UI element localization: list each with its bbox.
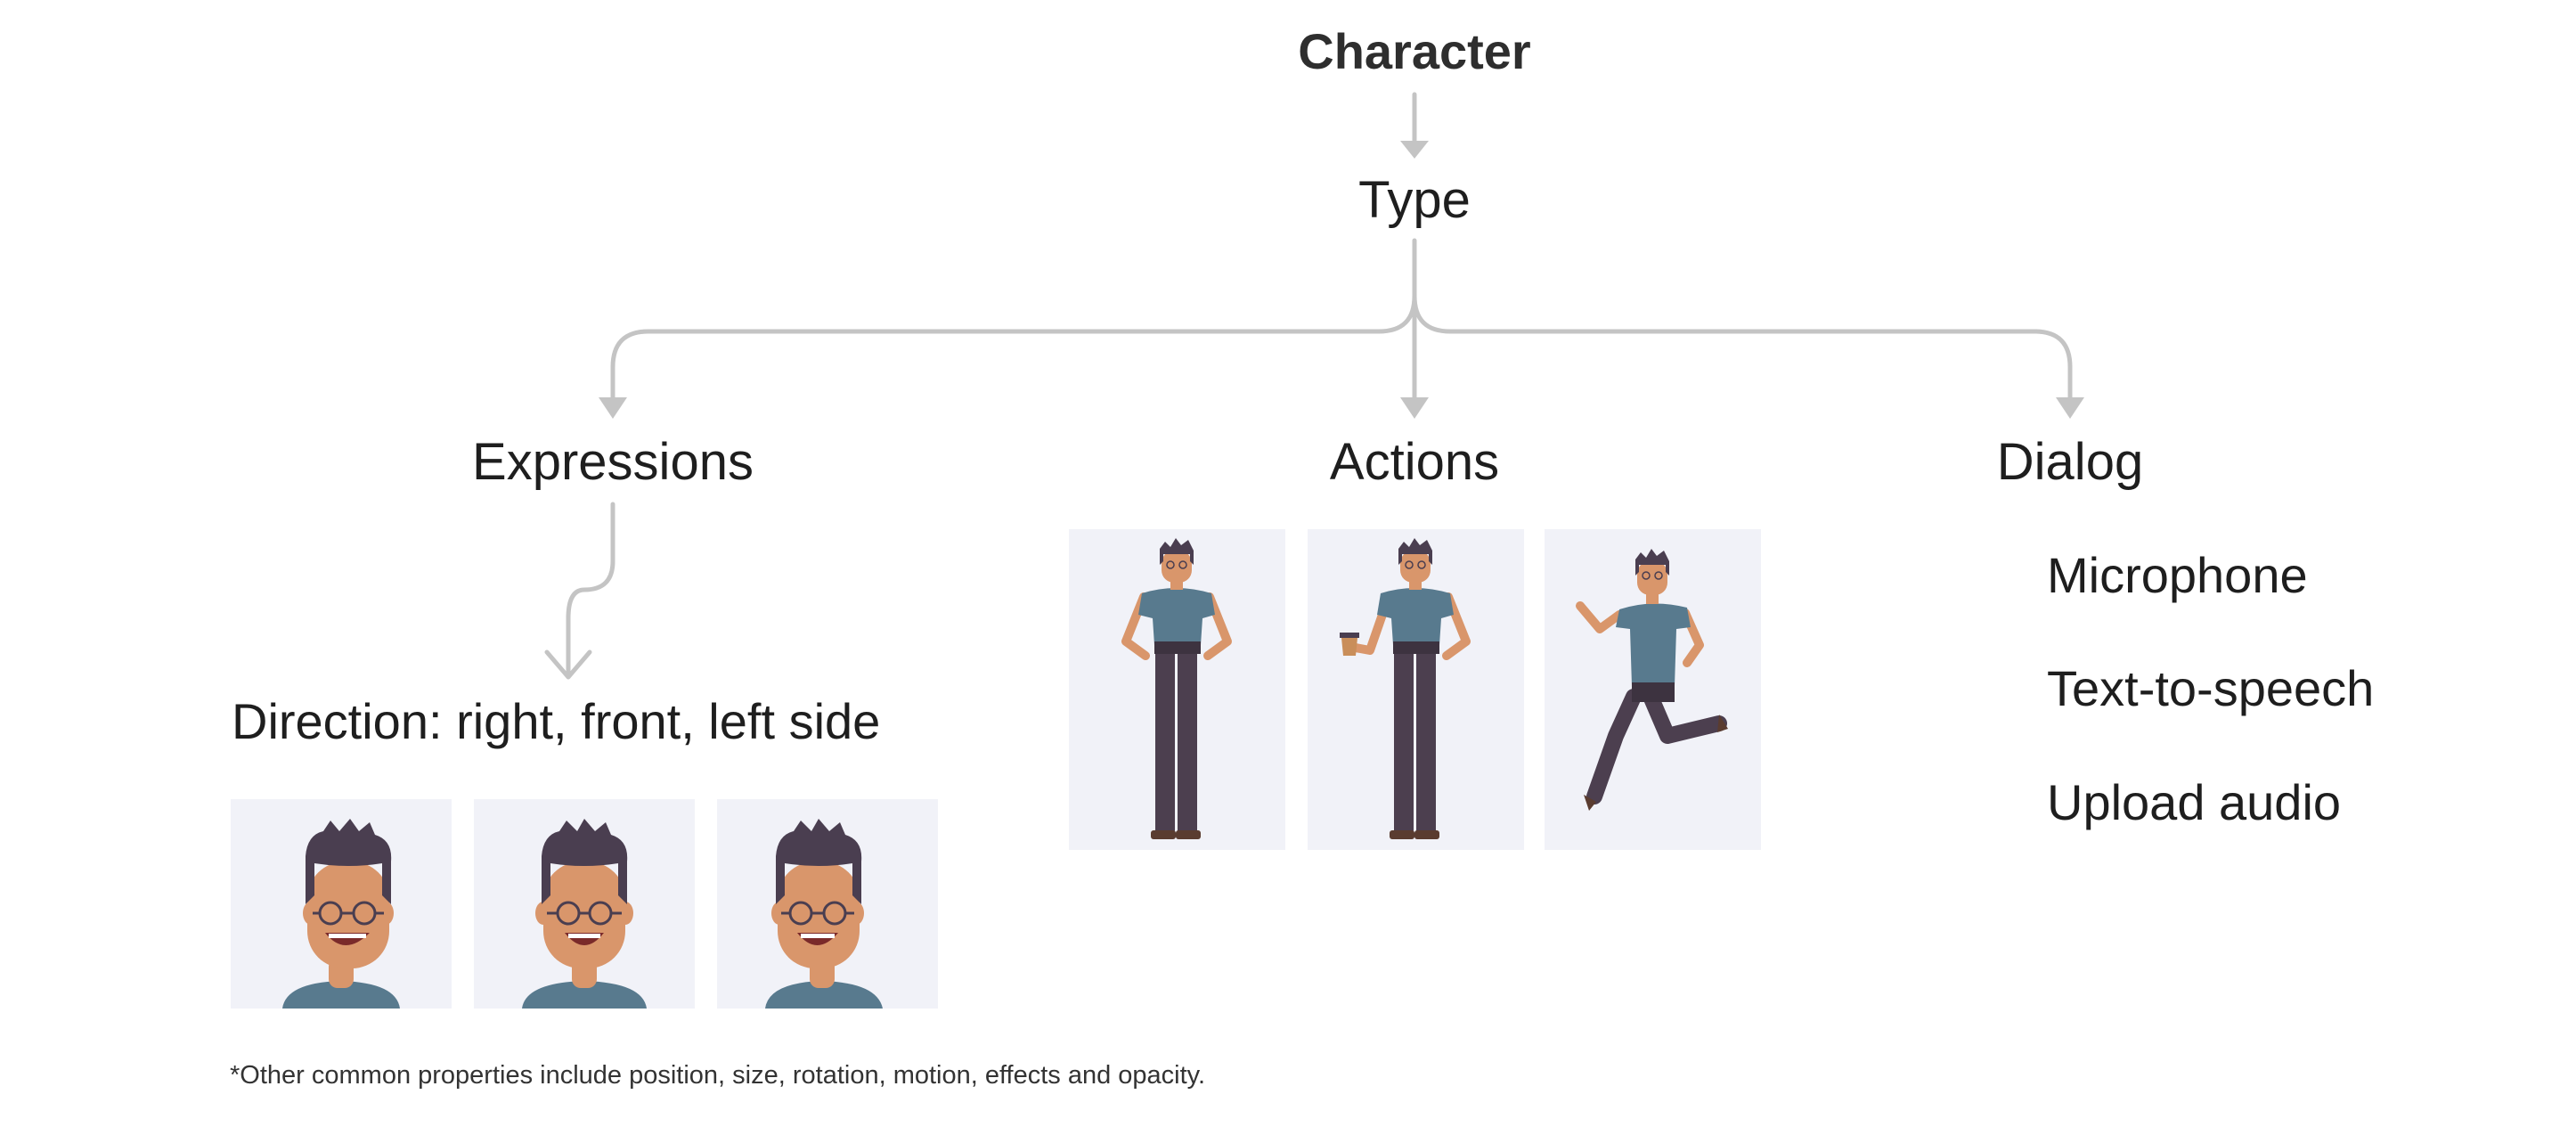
expressions-node: Expressions xyxy=(472,433,754,491)
dialog-item-upload-audio: Upload audio xyxy=(2047,774,2342,830)
footnote: *Other common properties include positio… xyxy=(230,1061,1206,1090)
dialog-node: Dialog xyxy=(1996,433,2144,491)
dialog-item-microphone: Microphone xyxy=(2047,547,2308,603)
face-right-icon xyxy=(282,819,400,1009)
expression-tile-left xyxy=(717,799,938,1009)
type-node: Type xyxy=(1358,171,1471,229)
face-left-icon xyxy=(765,819,883,1009)
holding-cup-figure-icon xyxy=(1340,538,1471,839)
expression-tile-front xyxy=(474,799,695,1009)
arrow-expressions-to-direction xyxy=(566,502,615,676)
arrow-type-to-dialog xyxy=(1412,293,2073,404)
dialog-item-text-to-speech: Text-to-speech xyxy=(2047,660,2375,716)
running-figure-icon xyxy=(1576,549,1728,811)
face-front-icon xyxy=(522,819,647,1009)
diagram-title: Character xyxy=(1298,23,1531,79)
action-tile-holding-cup xyxy=(1308,529,1524,850)
expression-tile-right xyxy=(231,799,452,1009)
standing-figure-icon xyxy=(1121,538,1232,839)
arrow-type-to-expressions xyxy=(610,293,1417,404)
action-tile-running xyxy=(1545,529,1761,850)
action-tile-standing xyxy=(1069,529,1285,850)
direction-label: Direction: right, front, left side xyxy=(232,693,881,749)
actions-node: Actions xyxy=(1329,433,1500,491)
